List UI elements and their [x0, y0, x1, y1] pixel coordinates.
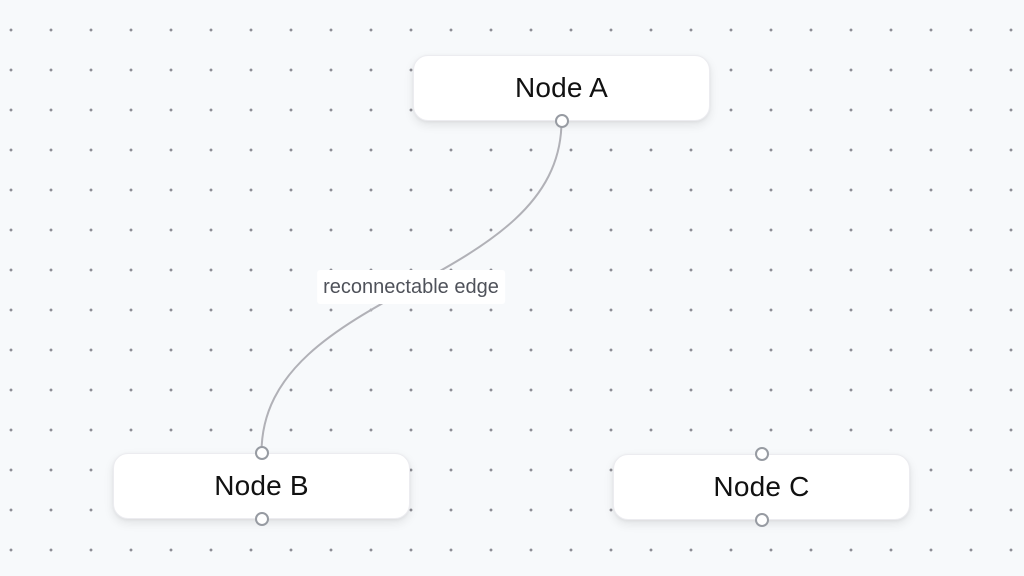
node-c-label: Node C	[713, 471, 810, 502]
node-a[interactable]: Node A	[413, 55, 710, 128]
node-c-target-handle[interactable]	[754, 447, 769, 461]
node-c[interactable]: Node C	[613, 447, 910, 527]
edge-label[interactable]: reconnectable edge	[317, 270, 505, 304]
node-b[interactable]: Node B	[113, 446, 410, 526]
node-b-label: Node B	[214, 470, 309, 501]
node-b-source-handle[interactable]	[254, 512, 269, 526]
node-b-target-handle[interactable]	[254, 446, 269, 460]
node-a-label: Node A	[514, 72, 609, 103]
node-c-source-handle[interactable]	[754, 513, 769, 527]
node-a-source-handle[interactable]	[554, 114, 569, 128]
